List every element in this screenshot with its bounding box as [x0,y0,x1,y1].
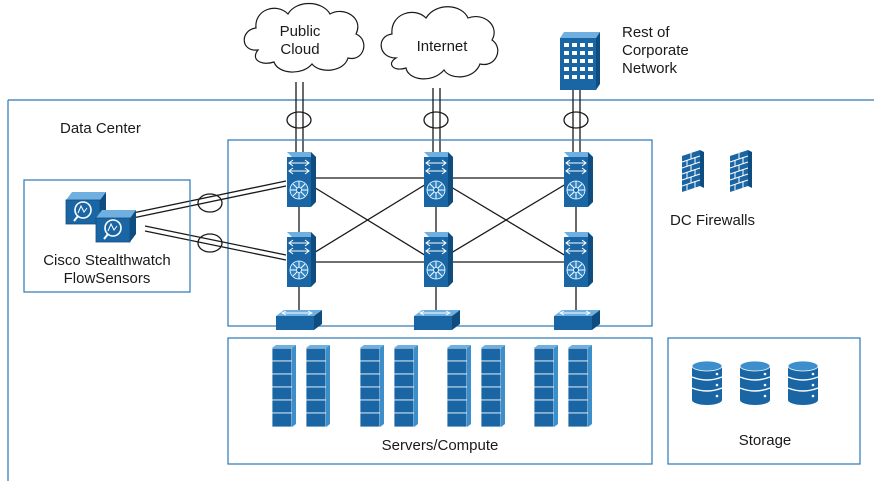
core-switch-icon [423,231,454,288]
building-icon [560,32,600,90]
server-rack-icon [533,344,559,428]
data-center-boundary [7,99,874,481]
public-cloud-label: Public Cloud [279,23,321,58]
server-group [359,344,419,428]
servers-label: Servers/Compute [381,437,499,454]
flowsensors-box [23,179,191,293]
rest-of-network-label: Rest of Corporate Network [622,24,689,77]
database-icon [739,360,771,406]
server-rack-icon [359,344,385,428]
core-switch-icon [286,151,317,208]
access-switch-icon [553,309,601,331]
access-switch-icon [275,309,323,331]
database-icon [691,360,723,406]
firewall-icon [729,149,753,193]
flowsensors-label: Cisco Stealthwatch FlowSensors [43,252,171,287]
flow-sensor-icon [95,209,137,243]
core-switch-icon [423,151,454,208]
core-switch-icon [563,151,594,208]
server-rack-icon [446,344,472,428]
access-switch-icon [413,309,461,331]
server-group [533,344,593,428]
servers-box [227,337,653,465]
dc-firewalls-label: DC Firewalls [670,212,756,229]
public-cloud-icon [243,2,365,73]
server-group [446,344,506,428]
storage-label: Storage [738,432,792,449]
server-rack-icon [271,344,297,428]
core-switch-icon [286,231,317,288]
firewall-icon [681,149,705,193]
link-bundle-markers [286,111,589,129]
core-switch-icon [563,231,594,288]
data-center-label: Data Center [60,120,141,137]
database-icon [787,360,819,406]
server-group [271,344,331,428]
internet-label: Internet [416,38,468,55]
server-rack-icon [305,344,331,428]
uplinks [295,82,581,158]
server-rack-icon [480,344,506,428]
sensor-links [127,180,287,261]
internet-cloud-icon [380,6,499,80]
server-rack-icon [567,344,593,428]
server-rack-icon [393,344,419,428]
storage-box [667,337,861,465]
